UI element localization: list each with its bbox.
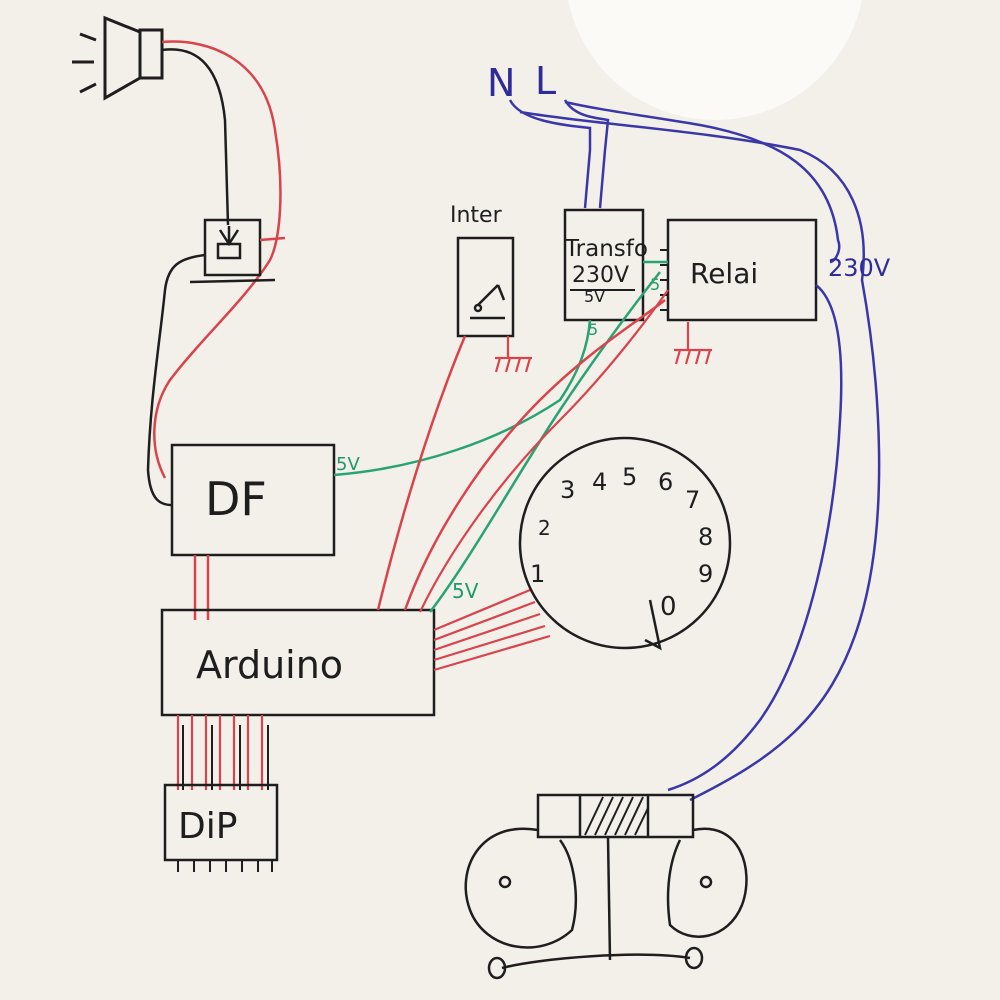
arduino-dial-wires — [433, 588, 551, 672]
speaker-icon — [72, 15, 164, 101]
transfo-out-label: 5V — [584, 287, 605, 306]
transfo-5-label: 5 — [588, 320, 598, 339]
dial-finger-stop — [644, 599, 662, 651]
inter-label: Inter — [450, 203, 503, 228]
dip-switch: DiP — [163, 783, 279, 872]
speaker-wire-red — [153, 40, 282, 479]
dial-digit-7: 7 — [685, 486, 700, 514]
rotary-dial: 1 2 3 4 5 6 7 8 9 0 — [518, 436, 732, 651]
relai-ground-icon — [674, 322, 712, 365]
relai-5-label: 5 — [650, 275, 660, 294]
arduino-label: Arduino — [196, 643, 343, 687]
df-module: DF — [170, 443, 336, 557]
arduino-5v-label: 5V — [452, 579, 479, 603]
df-5v-green-wire — [333, 319, 592, 477]
arduino-relai-red-wire-2 — [419, 289, 669, 613]
arduino-dip-wires — [176, 715, 264, 790]
mains-n-to-motor — [519, 110, 881, 802]
dial-digit-3: 3 — [560, 476, 575, 504]
dial-digit-1: 1 — [530, 560, 545, 588]
arduino-relai-red-wire — [403, 299, 666, 611]
pot-wire-red — [259, 236, 286, 242]
mains-l-label: L — [535, 59, 556, 103]
dial-digit-5: 5 — [622, 463, 637, 491]
relai-label: Relai — [690, 257, 758, 290]
mains-n-label: N — [487, 61, 515, 105]
potentiometer-box — [189, 218, 276, 284]
transfo-label: Transfo — [564, 236, 648, 262]
arduino-board: Arduino — [160, 608, 436, 717]
dial-digit-8: 8 — [698, 523, 713, 551]
df-label: DF — [205, 472, 267, 526]
transfo-box: Transfo 230V 5V — [563, 208, 648, 322]
arduino-dip-wires-dark — [182, 725, 269, 790]
v230-label: 230V — [828, 254, 891, 282]
relai-to-motor — [667, 284, 843, 792]
dial-digit-9: 9 — [698, 560, 713, 588]
transfo-in-label: 230V — [572, 263, 629, 288]
mains-n-to-transfo — [508, 99, 592, 209]
speaker-wire-black-return — [146, 253, 206, 507]
dial-digit-4: 4 — [592, 468, 607, 496]
paper-shadow-circle — [568, 0, 862, 120]
dial-digit-6: 6 — [658, 468, 673, 496]
inter-ground-icon — [494, 336, 532, 373]
relai-box: Relai — [660, 218, 818, 322]
dip-label: DiP — [178, 806, 237, 847]
bell-motor — [464, 793, 748, 980]
df-5v-label: 5V — [336, 454, 360, 475]
arduino-inter-red-wire — [376, 335, 467, 611]
mains-l-to-transfo — [563, 99, 610, 209]
inter-switch — [456, 236, 515, 338]
arduino-5v-green-wire — [429, 271, 661, 613]
speaker-wire-black — [161, 48, 230, 226]
dial-digit-0: 0 — [660, 592, 677, 622]
mains-l-to-relai — [564, 100, 841, 264]
dial-digit-2: 2 — [538, 516, 551, 540]
